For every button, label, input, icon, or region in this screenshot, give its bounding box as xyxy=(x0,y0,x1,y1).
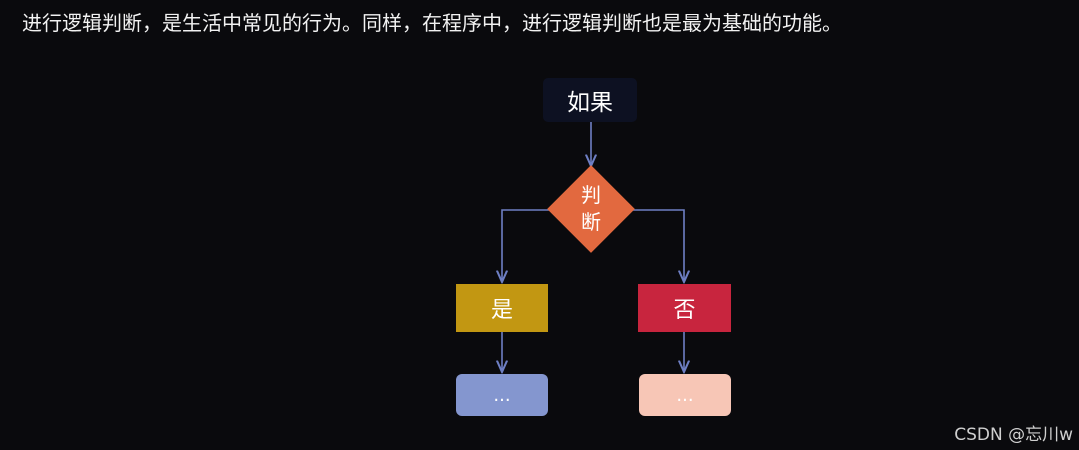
no-node: 否 xyxy=(638,284,731,332)
no-next-node: ... xyxy=(639,374,731,416)
decision-label-line-1: 判 xyxy=(581,183,601,207)
caption-text: 进行逻辑判断，是生活中常见的行为。同样，在程序中，进行逻辑判断也是最为基础的功能… xyxy=(22,11,842,35)
watermark-text: CSDN @忘川w xyxy=(954,425,1073,445)
yes-next-node-label: ... xyxy=(493,384,511,406)
yes-next-node: ... xyxy=(456,374,548,416)
yes-node-label: 是 xyxy=(490,298,513,323)
connector-decision-to-no xyxy=(629,209,684,282)
decision-node-label: 判 断 xyxy=(556,169,626,249)
start-node-label: 如果 xyxy=(567,90,613,116)
decision-label-line-2: 断 xyxy=(581,210,601,234)
no-node-label: 否 xyxy=(673,298,696,323)
yes-node: 是 xyxy=(456,284,548,332)
start-node: 如果 xyxy=(543,78,637,122)
no-next-node-label: ... xyxy=(676,384,694,406)
connector-decision-to-yes xyxy=(502,209,553,282)
